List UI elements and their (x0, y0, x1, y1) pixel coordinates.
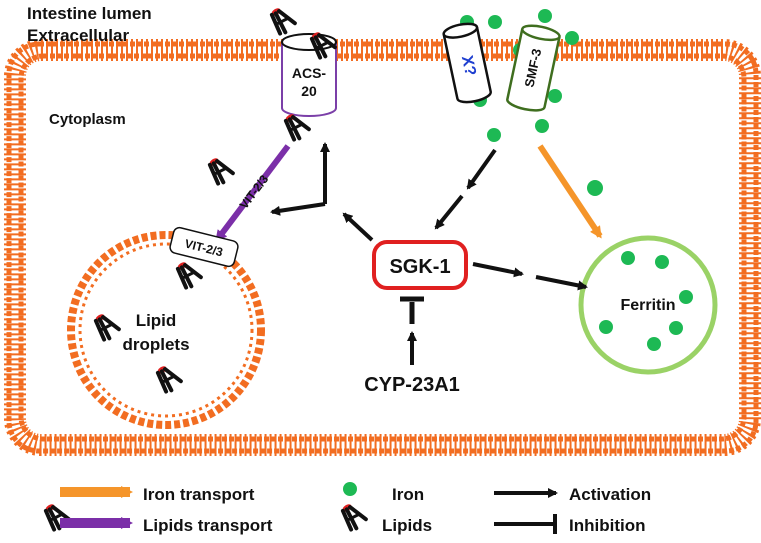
lipid-droplets-label-2: droplets (122, 335, 189, 354)
cytoplasm-label: Cytoplasm (49, 111, 126, 128)
ferritin-label: Ferritin (620, 297, 675, 314)
legend: Iron transport Lipids transport Iron Lip… (60, 482, 651, 535)
x-transporter-label: X? (458, 54, 479, 78)
lipid-transport-arrow (214, 144, 291, 243)
lipid-droplet (67, 231, 265, 429)
iron-dots (460, 9, 693, 351)
vit-label-box (169, 226, 239, 268)
intestine-lumen-label: Intestine lumen (27, 4, 152, 23)
legend-lipids: Lipids (382, 516, 432, 535)
extracellular-label: Extracellular (27, 26, 129, 45)
inhibition-symbol (400, 296, 424, 324)
smf3-transporter: SMF-3 (506, 24, 561, 112)
sgk1-label: SGK-1 (389, 256, 450, 278)
activation-arrows (270, 142, 588, 365)
vit-arrow-label: VIT-2/3 (237, 172, 272, 212)
lipid-droplets-label-1: Lipid (136, 311, 177, 330)
legend-iron-dot (343, 482, 357, 496)
acs20-label-2: 20 (301, 83, 317, 99)
cell-membrane (4, 39, 761, 456)
sgk1-node (372, 240, 468, 290)
legend-inhibition: Inhibition (569, 516, 645, 535)
legend-iron-transport: Iron transport (143, 485, 255, 504)
acs20-transporter: ACS- 20 (281, 33, 337, 117)
legend-activation: Activation (569, 485, 651, 504)
legend-iron: Iron (392, 485, 424, 504)
acs20-label-1: ACS- (292, 65, 327, 81)
iron-transport-arrow (537, 144, 603, 239)
legend-lipid-symbol (335, 498, 369, 534)
x-transporter: X? (442, 22, 492, 104)
cyp23a1-label: CYP-23A1 (364, 374, 460, 396)
legend-lipids-transport: Lipids transport (143, 516, 273, 535)
ferritin-circle (578, 235, 718, 375)
